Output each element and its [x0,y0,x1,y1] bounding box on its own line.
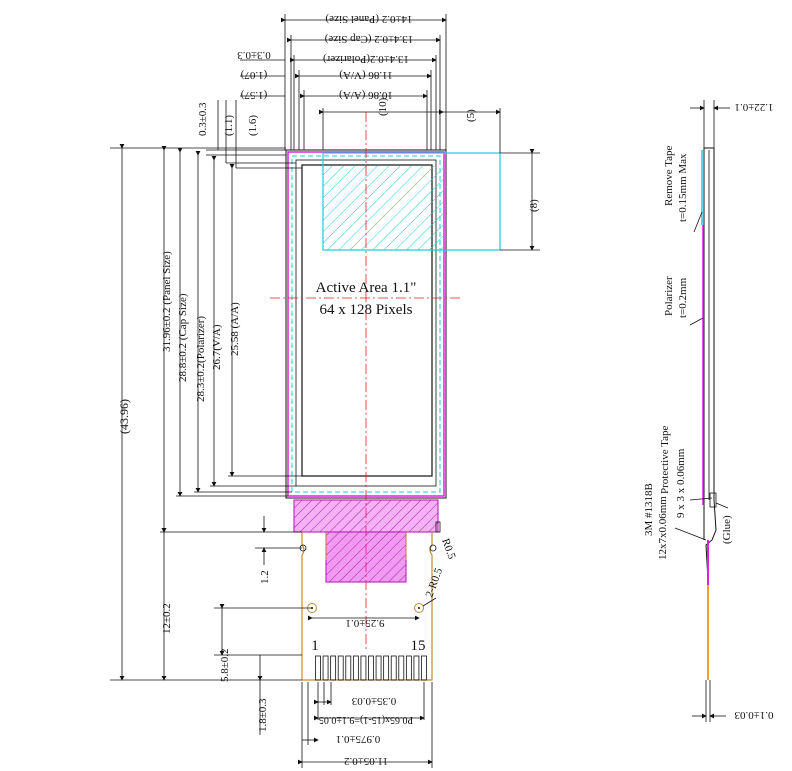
fpc-pin [413,655,420,681]
cap-size-width-label: 13.4±0.2 (Cap Size) [324,33,413,45]
fpc-pin [345,655,352,681]
top-dimensions [206,14,501,169]
tape-size-label: 12x7x0.06mm [657,496,669,560]
remove-tape-tab [322,152,501,251]
polarizer-thickness-label: t=0.2mm [677,277,689,318]
polarizer-width-label: 13.4±0.2(Polarizer) [323,53,409,65]
fpc-pin [368,655,374,681]
fpc-pins [315,655,427,681]
fpc-pin [390,655,397,681]
pitch-total-label: P0.65x(15-1)=9.1±0.05 [319,714,413,725]
remove-tape-label: Remove Tape [663,145,675,206]
tab-height-dimension [500,149,540,251]
pin-first-label: 1 [311,638,319,654]
fpc-pin [352,655,359,681]
corner-radius-label: R0.5 [439,537,458,561]
pin-length-label: 1.8±0.3 [257,698,269,732]
fpc-pin [405,655,412,681]
dim-107-label: (1.07) [240,69,267,81]
fpc-pin [330,655,337,681]
fpc-pin [337,655,344,681]
fpc-pin [421,655,427,681]
aa-height-label: 25.58 (A/A) [229,302,241,356]
side-view [674,100,730,722]
va-height-label: 26.7(V/A) [211,324,223,370]
dim-157-label: (1.57) [240,89,267,101]
pixel-count-label: 64 x 128 Pixels [320,302,413,318]
total-thickness-label: 1.22±0.1 [734,101,773,113]
pin-last-label: 15 [411,638,426,654]
active-area-label: Active Area 1.1" [316,280,417,296]
fpc-thickness-label: 0.1±0.03 [734,709,774,721]
hole-spacing-label: 9.25±0.1 [345,617,384,629]
fpc-pin [375,655,382,681]
remove-tape-thickness-label: t=0.15mm Max [677,153,689,222]
top-offset-label: 0.3±0.3 [197,102,209,136]
fpc-pin [383,655,390,681]
dim-5-label: (5) [465,109,477,122]
panel-height-label: 31.96±0.2 (Panel Size) [161,251,173,352]
tail-length-label: 12±0.2 [161,603,173,634]
pol-height-label: 28.3±0.2(Polarizer) [195,316,207,402]
edge-distance-label: 0.975±0.1 [336,733,381,745]
protective-tape-label: Protective Tape [659,426,671,494]
fpc-pin [360,655,367,681]
fpc-pin [315,655,321,681]
aa-width-label: 10.86 (A/A) [339,89,393,101]
overall-height-label: (43.96) [117,399,131,434]
dim-16-label: (1.6) [247,115,259,136]
fpc-total-width-label: 11.05±0.2 [344,755,388,767]
glue-label: (Glue) [721,515,733,544]
bottom-dimensions [298,682,433,768]
left-dimensions [110,144,312,735]
polarizer-label: Polarizer [663,276,675,316]
protective-tape-size-label: 9 x 3 x 0.06mm [675,448,687,518]
fpc-pin [322,655,329,681]
bend-offset-label: 1.2 [259,570,271,584]
panel-size-width-label: 14±0.2 (Panel Size) [325,13,412,25]
va-width-label: 11.86 (V/A) [339,69,393,81]
fpc-pitch-label: 5.8±0.2 [219,648,231,682]
dim-10-label: (10) [377,97,389,116]
hole-radius-label: 2-R0.5 [424,566,446,599]
tape-model-label: 3M #1318B [643,483,655,536]
right-offset-label: 0.3±0.3 [237,49,271,61]
hole-leader [422,597,437,607]
cap-height-label: 28.8±0.2 (Cap Size) [177,293,189,382]
pin-width-label: 0.35±0.03 [351,695,396,707]
fpc-pin [398,655,405,681]
dim-11-label: (1.1) [223,115,235,136]
dim-8-label: (8) [528,199,540,212]
bonding-area [293,499,439,583]
